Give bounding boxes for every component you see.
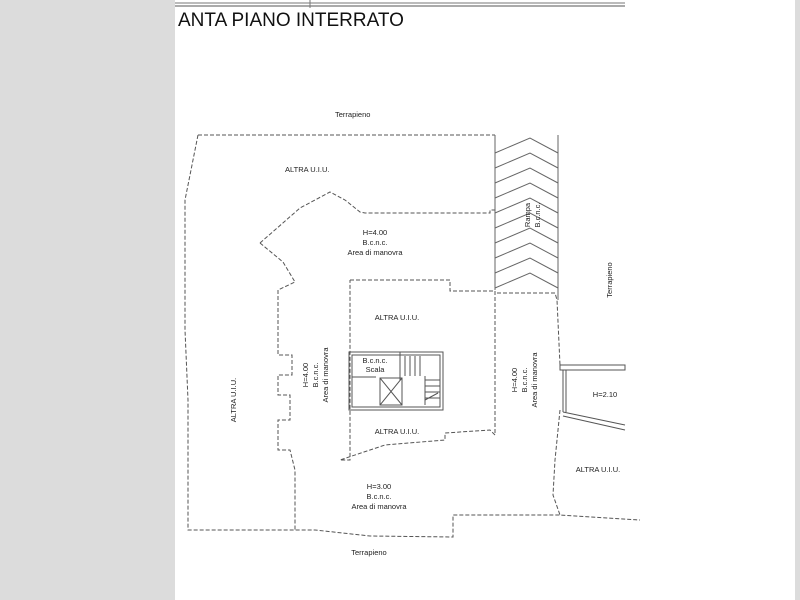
right-area-boundary	[497, 292, 561, 366]
label-area-bottom-b: B.c.n.c.	[366, 492, 391, 501]
ramp	[494, 135, 559, 300]
left-area-zigzag	[259, 242, 296, 530]
label-area-left-a: Area di manovra	[321, 347, 330, 403]
label-terrapieno-top: Terrapieno	[335, 110, 370, 119]
plan-title: ANTA PIANO INTERRATO	[178, 10, 404, 31]
label-area-top-b: B.c.n.c.	[362, 238, 387, 247]
stair-core	[348, 351, 444, 411]
label-area-bottom-h: H=3.00	[367, 482, 391, 491]
label-area-bottom-a: Area di manovra	[351, 502, 407, 511]
label-area-right-h: H=4.00	[510, 368, 519, 392]
label-altra-top: ALTRA U.I.U.	[285, 165, 329, 174]
label-area-top-h: H=4.00	[363, 228, 387, 237]
label-rampa: Rampa	[523, 202, 532, 227]
label-altra-center-top: ALTRA U.I.U.	[375, 313, 419, 322]
right-area-lower	[552, 409, 561, 516]
label-altra-left: ALTRA U.I.U.	[229, 378, 238, 422]
label-altra-center-bottom: ALTRA U.I.U.	[375, 427, 419, 436]
label-scala-b: B.c.n.c.	[362, 356, 387, 365]
header-strip	[175, 0, 625, 8]
label-terrapieno-right: Terrapieno	[605, 262, 614, 297]
label-scala-s: Scala	[366, 365, 386, 374]
label-area-right-b: B.c.n.c.	[520, 367, 529, 392]
room-h210	[559, 364, 626, 431]
center-block-boundary	[339, 279, 496, 461]
label-altra-right: ALTRA U.I.U.	[576, 465, 620, 474]
label-area-right-a: Area di manovra	[530, 352, 539, 408]
label-area-left-b: B.c.n.c.	[311, 362, 320, 387]
outer-left-edge	[184, 134, 641, 538]
label-terrapieno-bottom: Terrapieno	[351, 548, 386, 557]
label-area-top-a: Area di manovra	[347, 248, 403, 257]
label-rampa-b: B.c.n.c.	[533, 202, 542, 227]
label-room-h210: H=2.10	[593, 390, 617, 399]
label-area-left-h: H=4.00	[301, 363, 310, 387]
top-area-boundary	[259, 191, 497, 244]
